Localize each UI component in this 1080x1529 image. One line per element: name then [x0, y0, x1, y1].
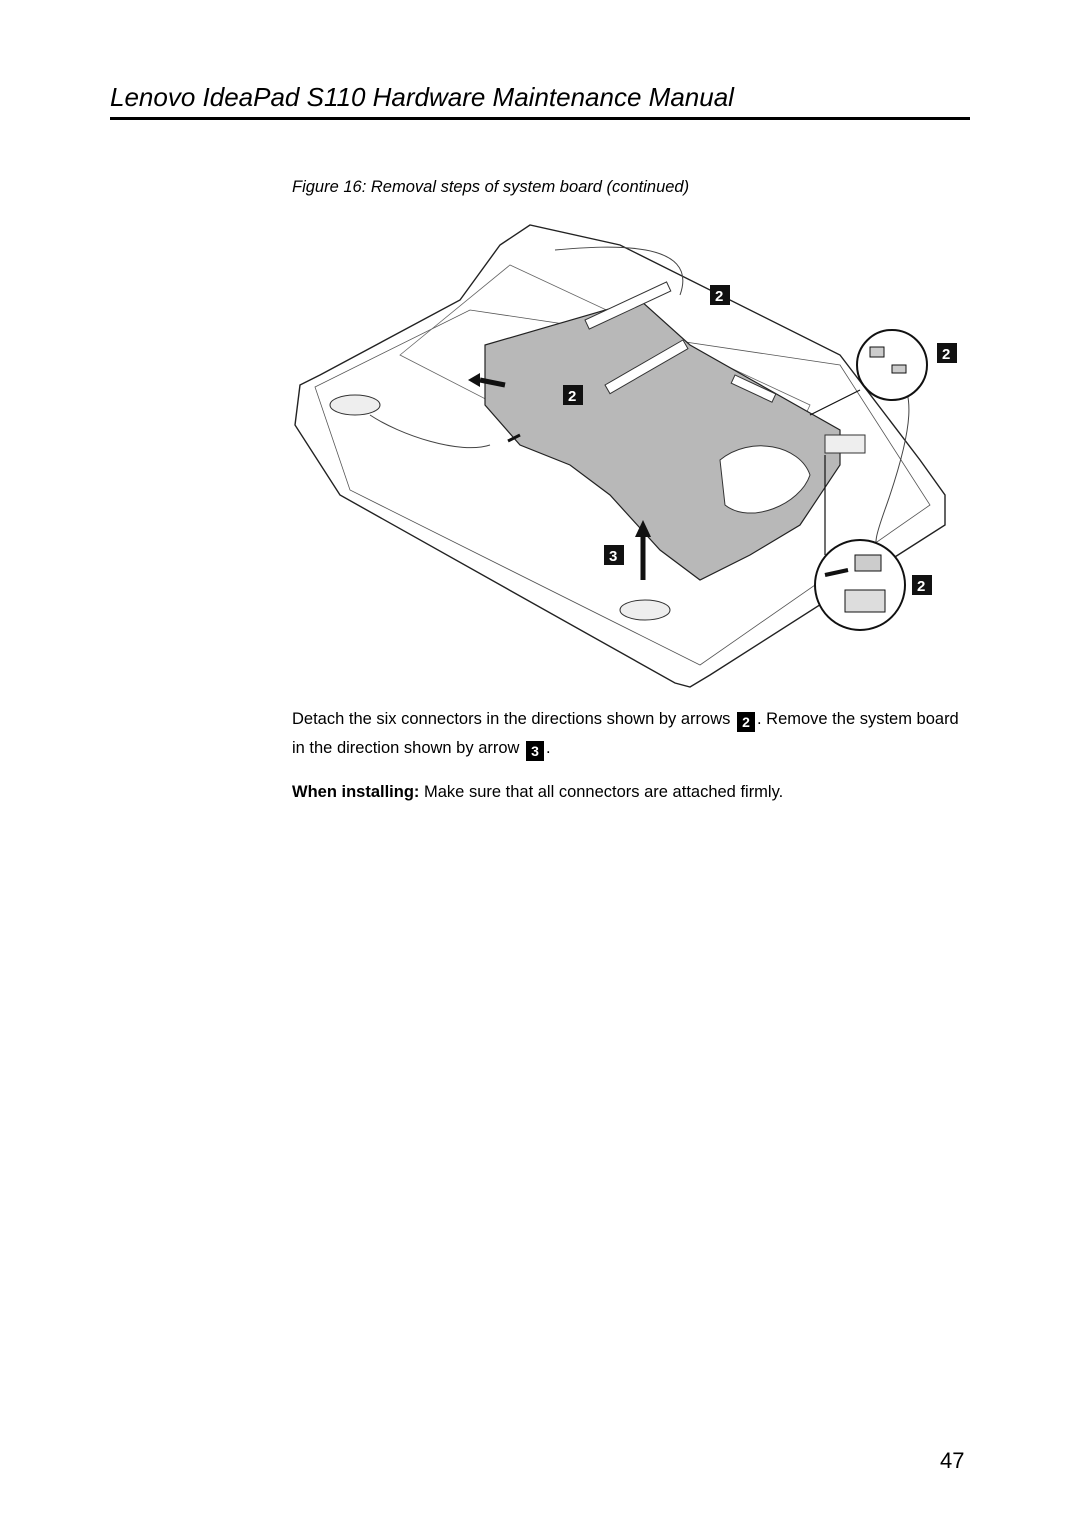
header-rule — [110, 117, 970, 120]
svg-text:2: 2 — [715, 288, 723, 305]
speaker-left — [329, 394, 381, 416]
svg-text:3: 3 — [609, 548, 617, 565]
callout-2-zoom-top: 2 — [937, 343, 957, 363]
installation-note: When installing: Make sure that all conn… — [292, 783, 783, 802]
callout-2-top: 2 — [710, 285, 730, 305]
instruction-paragraph: Detach the six connectors in the directi… — [292, 710, 959, 761]
callout-3-lift: 3 — [604, 545, 624, 565]
arrow-2-connector — [479, 377, 506, 388]
step-badge-3: 3 — [526, 741, 545, 761]
speaker-right — [619, 599, 671, 621]
note-text: Make sure that all connectors are attach… — [424, 783, 784, 801]
step-badge-2: 2 — [736, 712, 755, 732]
page-header-title: Lenovo IdeaPad S110 Hardware Maintenance… — [110, 82, 734, 112]
system-board-illustration: 2 2 2 3 2 — [280, 205, 980, 700]
detail-circle-bottom — [814, 539, 906, 631]
svg-text:2: 2 — [942, 346, 950, 363]
callout-2-middle: 2 — [563, 385, 583, 405]
callout-2-zoom-bottom: 2 — [912, 575, 932, 595]
page-number: 47 — [940, 1448, 965, 1473]
svg-text:2: 2 — [568, 388, 576, 405]
note-label: When installing: — [292, 783, 420, 801]
figure-caption: Figure 16: Removal steps of system board… — [292, 178, 690, 196]
svg-text:2: 2 — [917, 578, 925, 595]
